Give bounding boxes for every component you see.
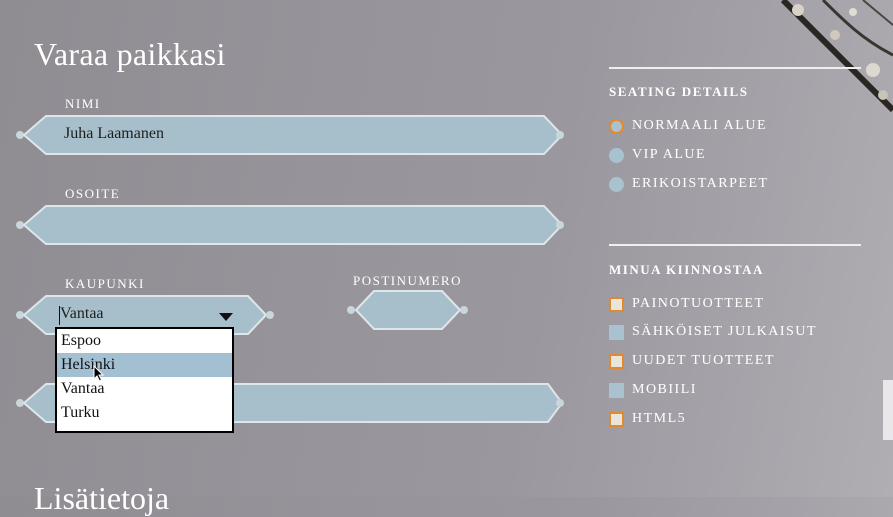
interest-mobiili[interactable]: MOBIILI xyxy=(609,382,697,398)
city-select[interactable] xyxy=(16,295,276,335)
city-selected-value[interactable]: Vantaa xyxy=(60,305,104,322)
checkbox-icon[interactable] xyxy=(609,382,624,398)
interest-label: UUDET TUOTTEET xyxy=(632,353,775,368)
radio-icon[interactable] xyxy=(609,147,624,163)
checkbox-icon[interactable] xyxy=(609,353,624,369)
branch-decoration xyxy=(780,0,893,113)
interest-label: PAINOTUOTTEET xyxy=(632,296,765,311)
city-dropdown-list[interactable]: Espoo Helsinki Vantaa Turku xyxy=(55,327,234,433)
section-title-lisatietoja: Lisätietoja xyxy=(34,480,170,516)
name-field[interactable]: Juha Laamanen xyxy=(16,115,566,155)
mouse-pointer-icon xyxy=(93,365,105,382)
chevron-down-icon[interactable] xyxy=(219,313,233,321)
address-field-shape xyxy=(16,205,564,245)
radio-icon[interactable] xyxy=(609,118,624,134)
seating-divider xyxy=(609,67,861,69)
page-title: Varaa paikkasi xyxy=(34,36,226,72)
seating-option-label: NORMAALI ALUE xyxy=(632,118,767,133)
interest-label: SÄHKÖISET JULKAISUT xyxy=(632,324,817,339)
seating-option-erikois[interactable]: ERIKOISTARPEET xyxy=(609,176,769,192)
city-select-shape xyxy=(16,295,274,335)
seating-heading: SEATING DETAILS xyxy=(609,84,749,99)
interests-heading: MINUA KIINNOSTAA xyxy=(609,262,764,277)
interest-label: MOBIILI xyxy=(632,382,697,397)
name-input[interactable]: Juha Laamanen xyxy=(64,125,164,142)
postal-field[interactable] xyxy=(346,290,471,330)
name-field-shape xyxy=(16,115,564,155)
text-cursor xyxy=(59,306,60,325)
interest-html5[interactable]: HTML5 xyxy=(609,411,686,427)
seating-option-label: ERIKOISTARPEET xyxy=(632,176,769,191)
dropdown-option-turku[interactable]: Turku xyxy=(61,404,100,421)
city-label: KAUPUNKI xyxy=(65,276,145,291)
name-label: NIMI xyxy=(65,96,101,111)
interest-painotuotteet[interactable]: PAINOTUOTTEET xyxy=(609,296,765,312)
seating-option-normaali[interactable]: NORMAALI ALUE xyxy=(609,118,767,134)
radio-icon[interactable] xyxy=(609,176,624,192)
address-field[interactable] xyxy=(16,205,566,245)
interests-divider xyxy=(609,244,861,246)
seating-option-label: VIP ALUE xyxy=(632,147,707,162)
interest-label: HTML5 xyxy=(632,411,687,426)
seating-option-vip[interactable]: VIP ALUE xyxy=(609,147,706,163)
checkbox-icon[interactable] xyxy=(609,411,624,427)
checkbox-icon[interactable] xyxy=(609,296,624,312)
dropdown-option-helsinki[interactable]: Helsinki xyxy=(57,353,232,377)
address-label: OSOITE xyxy=(65,186,121,201)
side-decoration xyxy=(883,380,893,440)
interest-uudet[interactable]: UUDET TUOTTEET xyxy=(609,353,775,369)
postal-label: POSTINUMERO xyxy=(353,273,462,288)
dropdown-option-espoo[interactable]: Espoo xyxy=(61,332,101,349)
postal-field-shape xyxy=(347,290,468,330)
checkbox-icon[interactable] xyxy=(609,324,624,340)
interest-sahkoiset[interactable]: SÄHKÖISET JULKAISUT xyxy=(609,324,817,340)
dropdown-option-vantaa[interactable]: Vantaa xyxy=(61,380,105,397)
